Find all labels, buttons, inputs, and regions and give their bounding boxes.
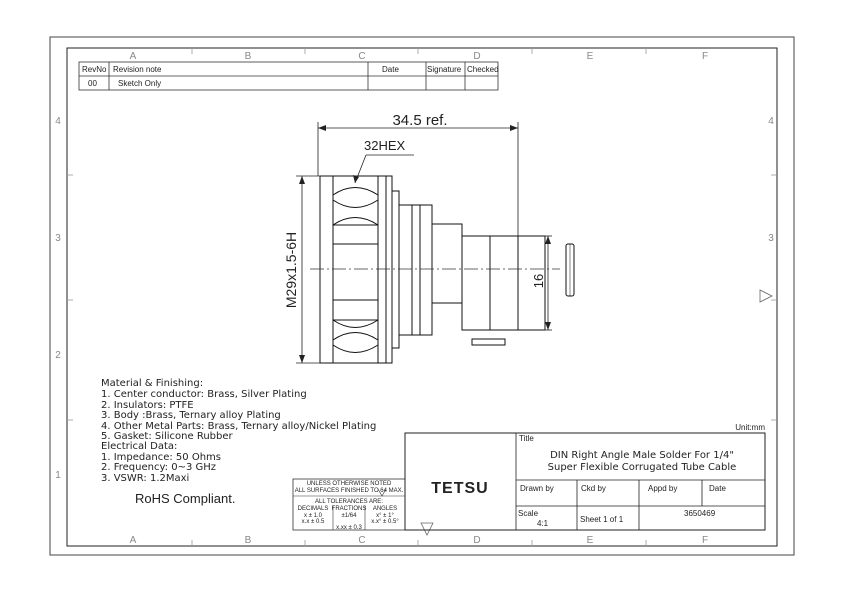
grid-col-label: C — [358, 535, 365, 546]
electrical-item: 2. Frequency: 0~3 GHz — [101, 462, 216, 473]
electrical-item: 1. Impedance: 50 Ohms — [101, 452, 221, 463]
grid-col-label: F — [702, 51, 708, 62]
grid-col-label: B — [245, 535, 252, 546]
grid-ticks — [67, 48, 777, 546]
grid-row-label: 3 — [55, 233, 61, 244]
revision-header: Revision note — [113, 65, 162, 74]
grid-col-label: D — [473, 535, 480, 546]
material-item: 4. Other Metal Parts: Brass, Ternary all… — [101, 421, 376, 432]
grid-col-label: B — [245, 51, 252, 62]
material-heading: Material & Finishing: — [101, 378, 203, 389]
dim-hex-leader — [353, 154, 414, 184]
revision-header: Date — [382, 65, 399, 74]
appd-by-label: Appd by — [648, 484, 677, 493]
date-label: Date — [709, 484, 726, 493]
dim-hex-label: 32HEX — [364, 138, 406, 153]
grid-col-label: E — [587, 51, 594, 62]
surface-finish-icon — [377, 488, 387, 497]
tolerance-col-head: ANGLES — [373, 506, 397, 512]
revision-header: Checked — [467, 65, 499, 74]
scale-value: 4:1 — [537, 519, 549, 528]
grid-row-label: 3 — [768, 233, 774, 244]
material-item: 2. Insulators: PTFE — [101, 400, 194, 411]
grid-col-label: C — [358, 51, 365, 62]
tolerance-dec1: x ± 1.0 — [304, 513, 323, 519]
dim-overall-length — [317, 122, 519, 236]
grid-col-label: F — [702, 535, 708, 546]
electrical-item: 3. VSWR: 1.2Maxi — [101, 473, 189, 484]
dim-cable-label: 16 — [531, 274, 546, 288]
coupling-nut — [319, 175, 393, 364]
dim-thread — [296, 175, 320, 364]
sheet-number: Sheet 1 of 1 — [580, 515, 624, 524]
title-block: Unit:mm Title DIN Right Angle Male Solde… — [404, 423, 766, 531]
grid-row-label: 4 — [55, 116, 61, 127]
center-pin — [471, 338, 506, 346]
connector-drawing — [319, 175, 575, 364]
grid-col-label: A — [130, 535, 137, 546]
inner-frame — [66, 47, 778, 547]
rohs-note: RoHS Compliant. — [135, 491, 235, 506]
grid-col-label: E — [587, 535, 594, 546]
grid-row-label: 2 — [55, 350, 61, 361]
center-mark-icon — [420, 522, 434, 536]
tolerance-frac: ±1/64 — [342, 513, 358, 519]
material-item: 1. Center conductor: Brass, Silver Plati… — [101, 389, 307, 400]
drawn-by-label: Drawn by — [520, 484, 554, 493]
title-label: Title — [519, 434, 534, 443]
tolerance-ang1: x° ± 1° — [376, 513, 394, 519]
grid-row-label: 1 — [55, 470, 61, 481]
connector-body — [398, 204, 433, 336]
revision-header: Signature — [427, 65, 462, 74]
part-number: 3650469 — [684, 509, 716, 518]
tolerance-block: UNLESS OTHERWISE NOTED ALL SURFACES FINI… — [292, 478, 406, 531]
electrical-heading: Electrical Data: — [101, 441, 177, 452]
ckd-by-label: Ckd by — [581, 484, 606, 493]
revision-table: RevNo Revision note Date Signature Check… — [78, 61, 499, 91]
material-item: 5. Gasket: Silicone Rubber — [101, 431, 234, 442]
tolerance-dec3: x.xx ± 0.3 — [336, 525, 362, 531]
tolerance-line1: UNLESS OTHERWISE NOTED — [307, 481, 392, 487]
company-logo: TETSU — [431, 480, 488, 497]
dim-overall-length-label: 34.5 ref. — [392, 112, 447, 129]
dim-thread-label: M29x1.5-6H — [283, 232, 299, 308]
grid-col-label: A — [130, 51, 137, 62]
drawing-title-line1: DIN Right Angle Male Solder For 1/4" — [550, 450, 734, 461]
tolerance-dec2: x.x ± 0.5 — [302, 519, 325, 525]
tolerance-col-head: DECIMALS — [298, 506, 329, 512]
scale-label: Scale — [518, 509, 539, 518]
revision-header: RevNo — [82, 65, 107, 74]
outer-frame — [49, 36, 795, 556]
revision-cell-note: Sketch Only — [118, 79, 161, 88]
grid-col-label: D — [473, 51, 480, 62]
material-item: 3. Body :Brass, Ternary alloy Plating — [101, 410, 281, 421]
drawing-title-line2: Super Flexible Corrugated Tube Cable — [548, 462, 737, 473]
tolerance-ang2: x.x° ± 0.5° — [371, 519, 399, 525]
revision-cell-rev: 00 — [88, 79, 97, 88]
grid-row-label: 4 — [768, 116, 774, 127]
center-mark-icon — [759, 289, 773, 303]
tolerance-line3: ALL TOLERANCES ARE: — [315, 499, 383, 505]
dim-cable — [545, 235, 552, 331]
tolerance-col-head: FRACTIONS — [332, 506, 367, 512]
notes-block: Material & Finishing: 1. Center conducto… — [101, 378, 376, 506]
tolerance-line2: ALL SURFACES FINISHED TO 64 MAX. — [295, 488, 404, 494]
unit-label: Unit:mm — [735, 423, 765, 432]
